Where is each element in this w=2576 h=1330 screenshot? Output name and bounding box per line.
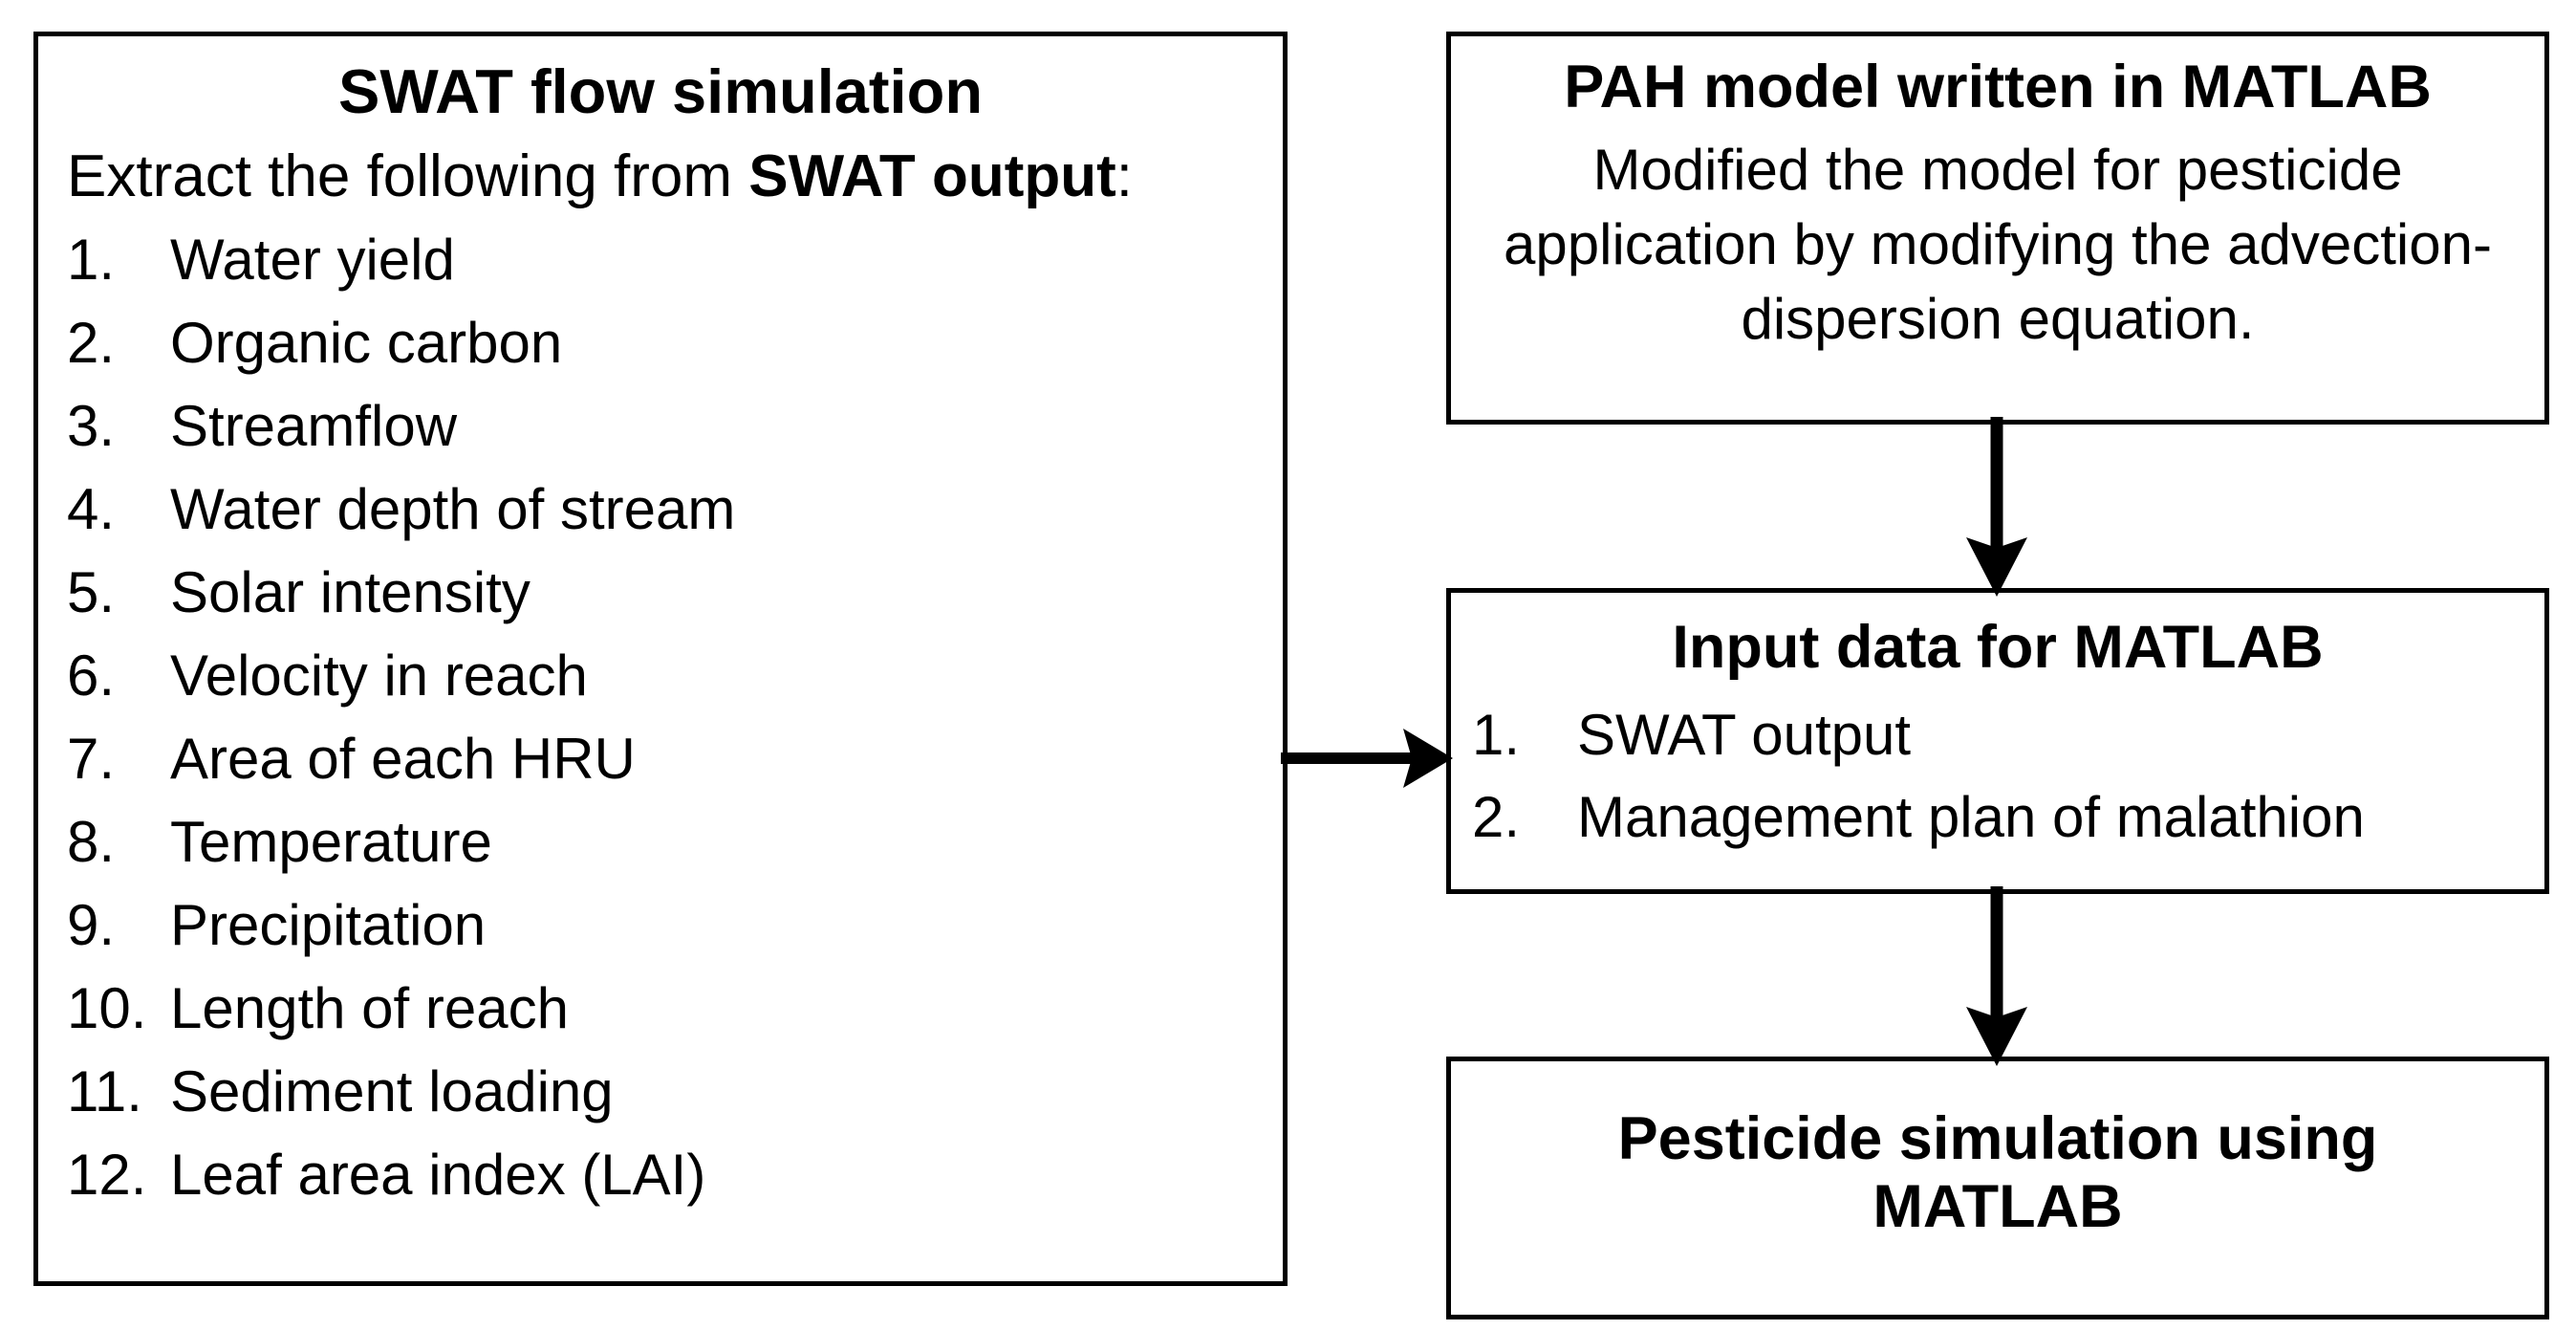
list-item-label: Solar intensity bbox=[170, 559, 530, 624]
list-item-label: Length of reach bbox=[170, 975, 569, 1040]
arrow-down-icon-input-to-pesticide bbox=[1966, 886, 2027, 1066]
list-item-label: Sediment loading bbox=[170, 1058, 614, 1123]
list-item-label: Water depth of stream bbox=[170, 476, 736, 541]
list-item-number: 1. bbox=[1472, 702, 1521, 767]
box-pah-body: Modified the model for pesticide applica… bbox=[1504, 137, 2492, 351]
list-item-label: Temperature bbox=[170, 809, 492, 874]
list-item-label: Streamflow bbox=[170, 393, 458, 458]
box-pah-model: PAH model written in MATLAB Modified the… bbox=[1446, 32, 2549, 425]
input-data-list: 1. SWAT output 2. Management plan of mal… bbox=[1472, 702, 2544, 849]
list-item: 5. Solar intensity bbox=[67, 559, 1283, 624]
list-item-label: Management plan of malathion bbox=[1577, 784, 2365, 849]
list-item: 10. Length of reach bbox=[67, 975, 1283, 1040]
swat-lead-suffix: : bbox=[1115, 142, 1134, 209]
box-pesticide-simulation: Pesticide simulation using MATLAB bbox=[1446, 1057, 2549, 1319]
box-pesticide-title: Pesticide simulation using MATLAB bbox=[1617, 1105, 2378, 1240]
list-item: 8. Temperature bbox=[67, 809, 1283, 874]
list-item-number: 1. bbox=[67, 227, 116, 292]
list-item-label: Organic carbon bbox=[170, 310, 563, 375]
list-item: 1. SWAT output bbox=[1472, 702, 2544, 767]
list-item-label: Precipitation bbox=[170, 892, 487, 957]
list-item-label: Velocity in reach bbox=[170, 643, 588, 708]
list-item: 2. Management plan of malathion bbox=[1472, 784, 2544, 849]
list-item-number: 7. bbox=[67, 726, 116, 791]
list-item-number: 8. bbox=[67, 809, 116, 874]
list-item: 4. Water depth of stream bbox=[67, 476, 1283, 541]
list-item: 11. Sediment loading bbox=[67, 1058, 1283, 1123]
list-item: 12. Leaf area index (LAI) bbox=[67, 1142, 1283, 1207]
box-input-title: Input data for MATLAB bbox=[1672, 614, 2324, 681]
list-item-number: 4. bbox=[67, 476, 116, 541]
list-item-number: 10. bbox=[67, 975, 147, 1040]
list-item-label: Leaf area index (LAI) bbox=[170, 1142, 706, 1207]
list-item: 7. Area of each HRU bbox=[67, 730, 1283, 788]
list-item-number: 6. bbox=[67, 643, 116, 708]
list-item-number: 2. bbox=[67, 310, 116, 375]
swat-lead-prefix: Extract the following from bbox=[67, 142, 749, 209]
swat-output-list: 1. Water yield 2. Organic carbon 3. Stre… bbox=[67, 227, 1283, 1207]
list-item-number: 3. bbox=[67, 393, 116, 458]
list-item: 3. Streamflow bbox=[67, 393, 1283, 458]
list-item: 9. Precipitation bbox=[67, 892, 1283, 957]
box-swat-flow-simulation: SWAT flow simulation Extract the followi… bbox=[33, 32, 1288, 1286]
box-pah-title: PAH model written in MATLAB bbox=[1564, 54, 2432, 120]
list-item: 2. Organic carbon bbox=[67, 310, 1283, 375]
list-item-label: Area of each HRU bbox=[170, 726, 636, 791]
list-item-label: SWAT output bbox=[1577, 702, 1912, 767]
list-item-number: 12. bbox=[67, 1142, 147, 1207]
arrow-down-icon-pah-to-input bbox=[1966, 417, 2027, 597]
list-item: 6. Velocity in reach bbox=[67, 643, 1283, 708]
list-item-number: 5. bbox=[67, 559, 116, 624]
arrow-right-icon-swat-to-input bbox=[1281, 729, 1453, 788]
swat-lead-bold: SWAT output bbox=[748, 142, 1116, 209]
list-item-number: 9. bbox=[67, 892, 116, 957]
list-item: 1. Water yield bbox=[67, 227, 1283, 292]
list-item-number: 2. bbox=[1472, 784, 1521, 849]
box-swat-lead-text: Extract the following from SWAT output: bbox=[67, 142, 1283, 210]
list-item-number: 11. bbox=[67, 1058, 142, 1123]
list-item-label: Water yield bbox=[170, 227, 455, 292]
box-swat-title: SWAT flow simulation bbox=[337, 56, 984, 126]
box-input-data: Input data for MATLAB 1. SWAT output 2. … bbox=[1446, 588, 2549, 894]
